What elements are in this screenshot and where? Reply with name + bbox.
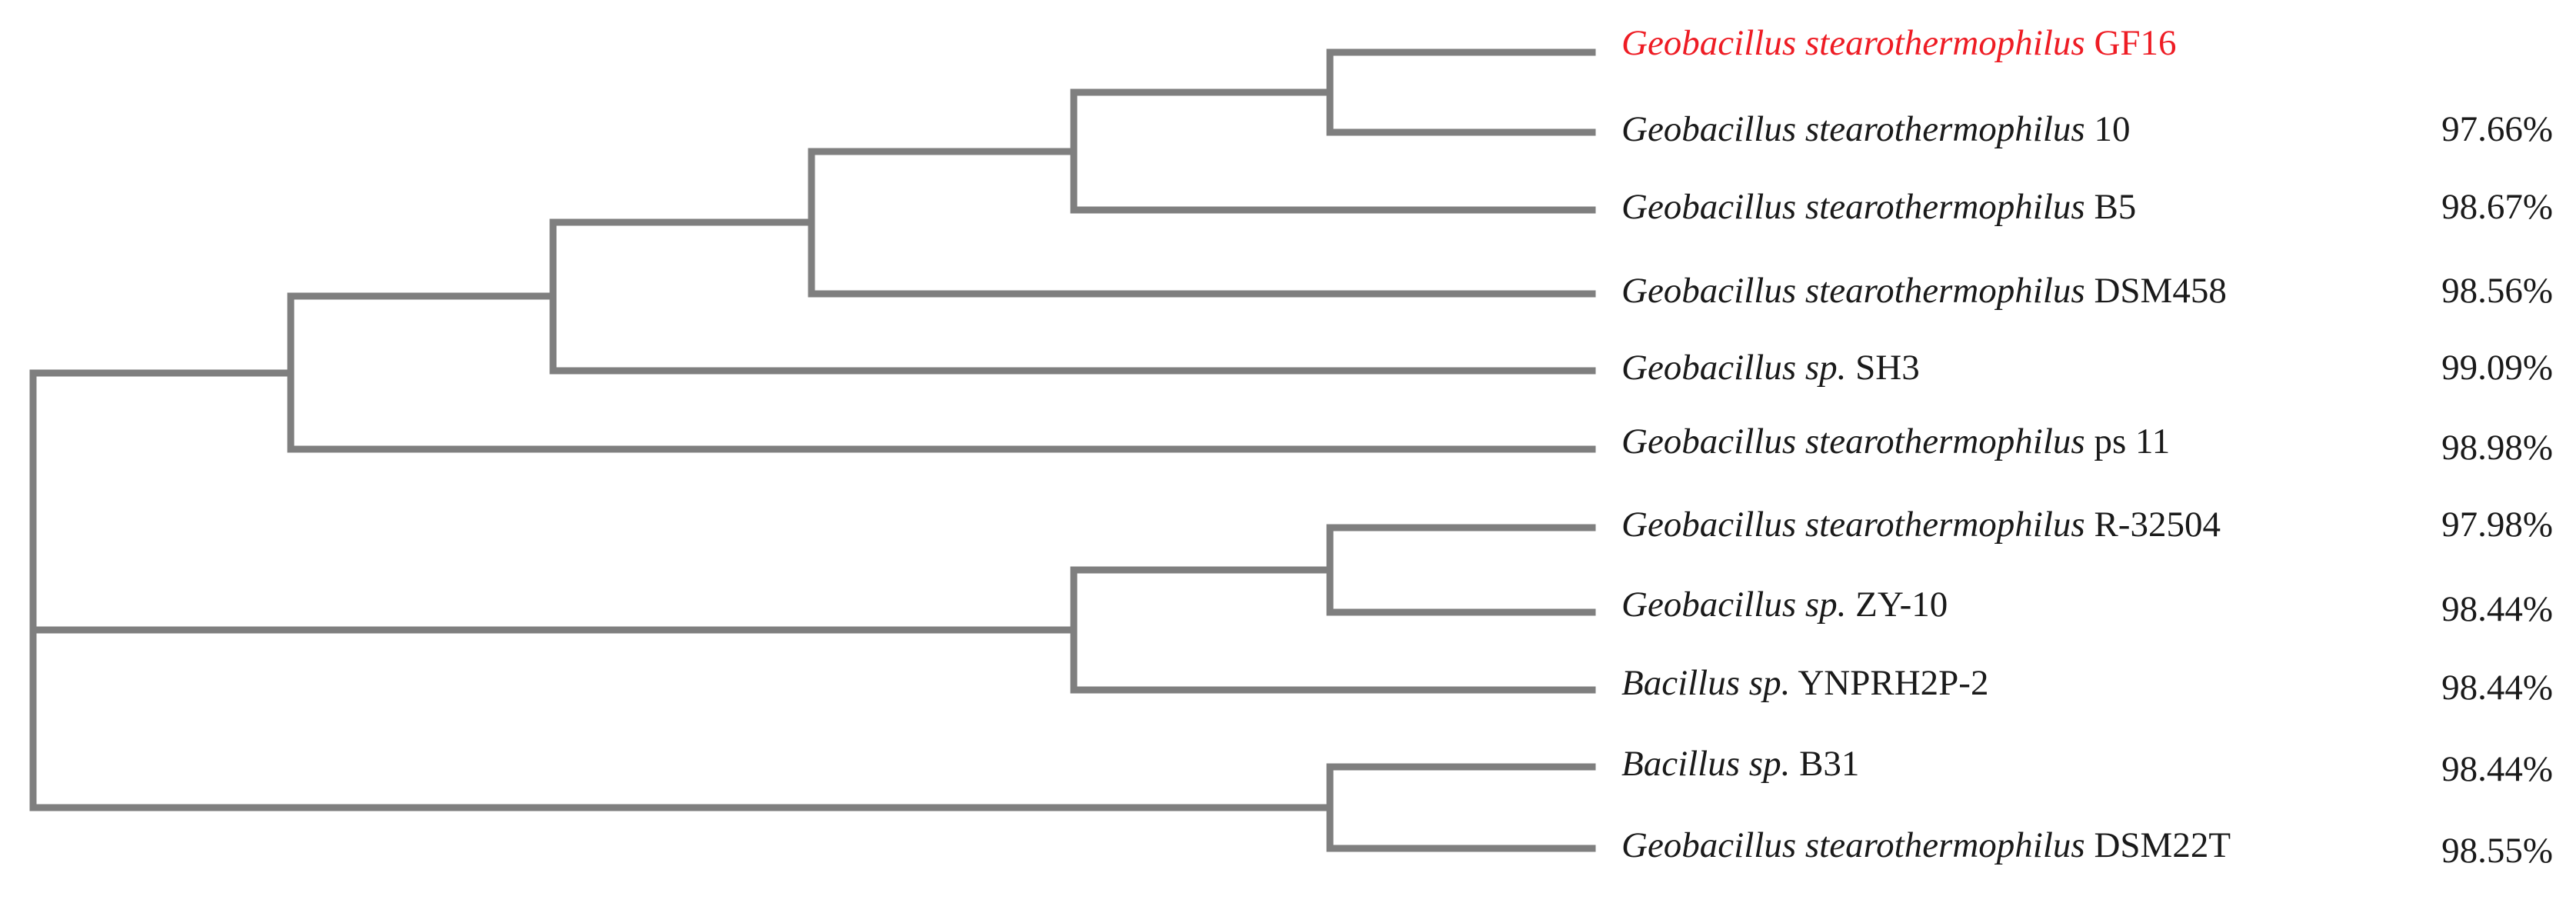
taxon-genus: Geobacillus stearothermophilus (1621, 271, 2085, 311)
taxon-label-ynprh2p2: Bacillus sp. YNPRH2P-2 (1621, 661, 1988, 705)
identity-value-ynprh2p2: 98.44% (2441, 668, 2553, 708)
branch-ynprh2p2 (29, 566, 1596, 694)
identity-value-zy10: 98.44% (2441, 589, 2553, 629)
branch-b31-dsm22t (29, 763, 1596, 852)
branch-sh3 (287, 218, 1596, 375)
taxon-genus: Geobacillus stearothermophilus (1621, 422, 2085, 461)
taxon-genus: Geobacillus stearothermophilus (1621, 109, 2085, 149)
taxon-strain: DSM458 (2094, 271, 2227, 311)
taxon-strain: SH3 (1855, 348, 1920, 388)
taxon-label-dsm458: Geobacillus stearothermophilus DSM458 (1621, 269, 2227, 312)
taxon-label-ps11: Geobacillus stearothermophilus ps 11 (1621, 420, 2170, 463)
identity-value-dsm458: 98.56% (2441, 271, 2553, 311)
taxon-label-b31: Bacillus sp. B31 (1621, 742, 1859, 785)
taxon-strain: ps 11 (2094, 422, 2171, 461)
taxon-genus: Geobacillus sp. (1621, 348, 1847, 388)
taxon-label-dsm22t: Geobacillus stearothermophilus DSM22T (1621, 824, 2231, 867)
identity-value-10: 97.66% (2441, 109, 2553, 149)
taxon-strain: GF16 (2094, 23, 2177, 63)
taxon-strain: B5 (2094, 187, 2137, 227)
taxon-strain: YNPRH2P-2 (1798, 663, 1989, 703)
taxon-label-gf16: Geobacillus stearothermophilus GF16 (1621, 22, 2177, 65)
taxon-strain: 10 (2094, 109, 2131, 149)
identity-value-b31: 98.44% (2441, 749, 2553, 789)
taxon-strain: ZY-10 (1855, 585, 1948, 625)
branch-dsm458 (549, 148, 1596, 298)
taxon-strain: DSM22T (2094, 825, 2231, 865)
branch-gf16-10 (1070, 48, 1596, 136)
identity-value-ps11: 98.98% (2441, 428, 2553, 468)
taxon-genus: Geobacillus sp. (1621, 585, 1847, 625)
branch-ps11 (29, 292, 1596, 453)
identity-value-dsm22t: 98.55% (2441, 831, 2553, 871)
taxon-genus: Geobacillus stearothermophilus (1621, 825, 2085, 865)
identity-value-r32504: 97.98% (2441, 505, 2553, 545)
taxon-label-10: Geobacillus stearothermophilus 10 (1621, 108, 2130, 151)
branch-r32504-zy10 (1070, 524, 1596, 616)
taxon-strain: B31 (1799, 744, 1860, 784)
taxon-genus: Bacillus sp. (1621, 663, 1791, 703)
taxon-genus: Geobacillus stearothermophilus (1621, 23, 2085, 63)
branch-b5 (808, 88, 1596, 214)
identity-value-b5: 98.67% (2441, 187, 2553, 227)
taxon-genus: Geobacillus stearothermophilus (1621, 505, 2085, 545)
taxon-label-r32504: Geobacillus stearothermophilus R-32504 (1621, 503, 2221, 546)
taxon-label-sh3: Geobacillus sp. SH3 (1621, 346, 1920, 389)
identity-value-sh3: 99.09% (2441, 348, 2553, 388)
taxon-label-zy10: Geobacillus sp. ZY-10 (1621, 583, 1948, 626)
taxon-genus: Geobacillus stearothermophilus (1621, 187, 2085, 227)
taxon-genus: Bacillus sp. (1621, 744, 1791, 784)
taxon-strain: R-32504 (2094, 505, 2221, 545)
taxon-label-b5: Geobacillus stearothermophilus B5 (1621, 185, 2136, 228)
